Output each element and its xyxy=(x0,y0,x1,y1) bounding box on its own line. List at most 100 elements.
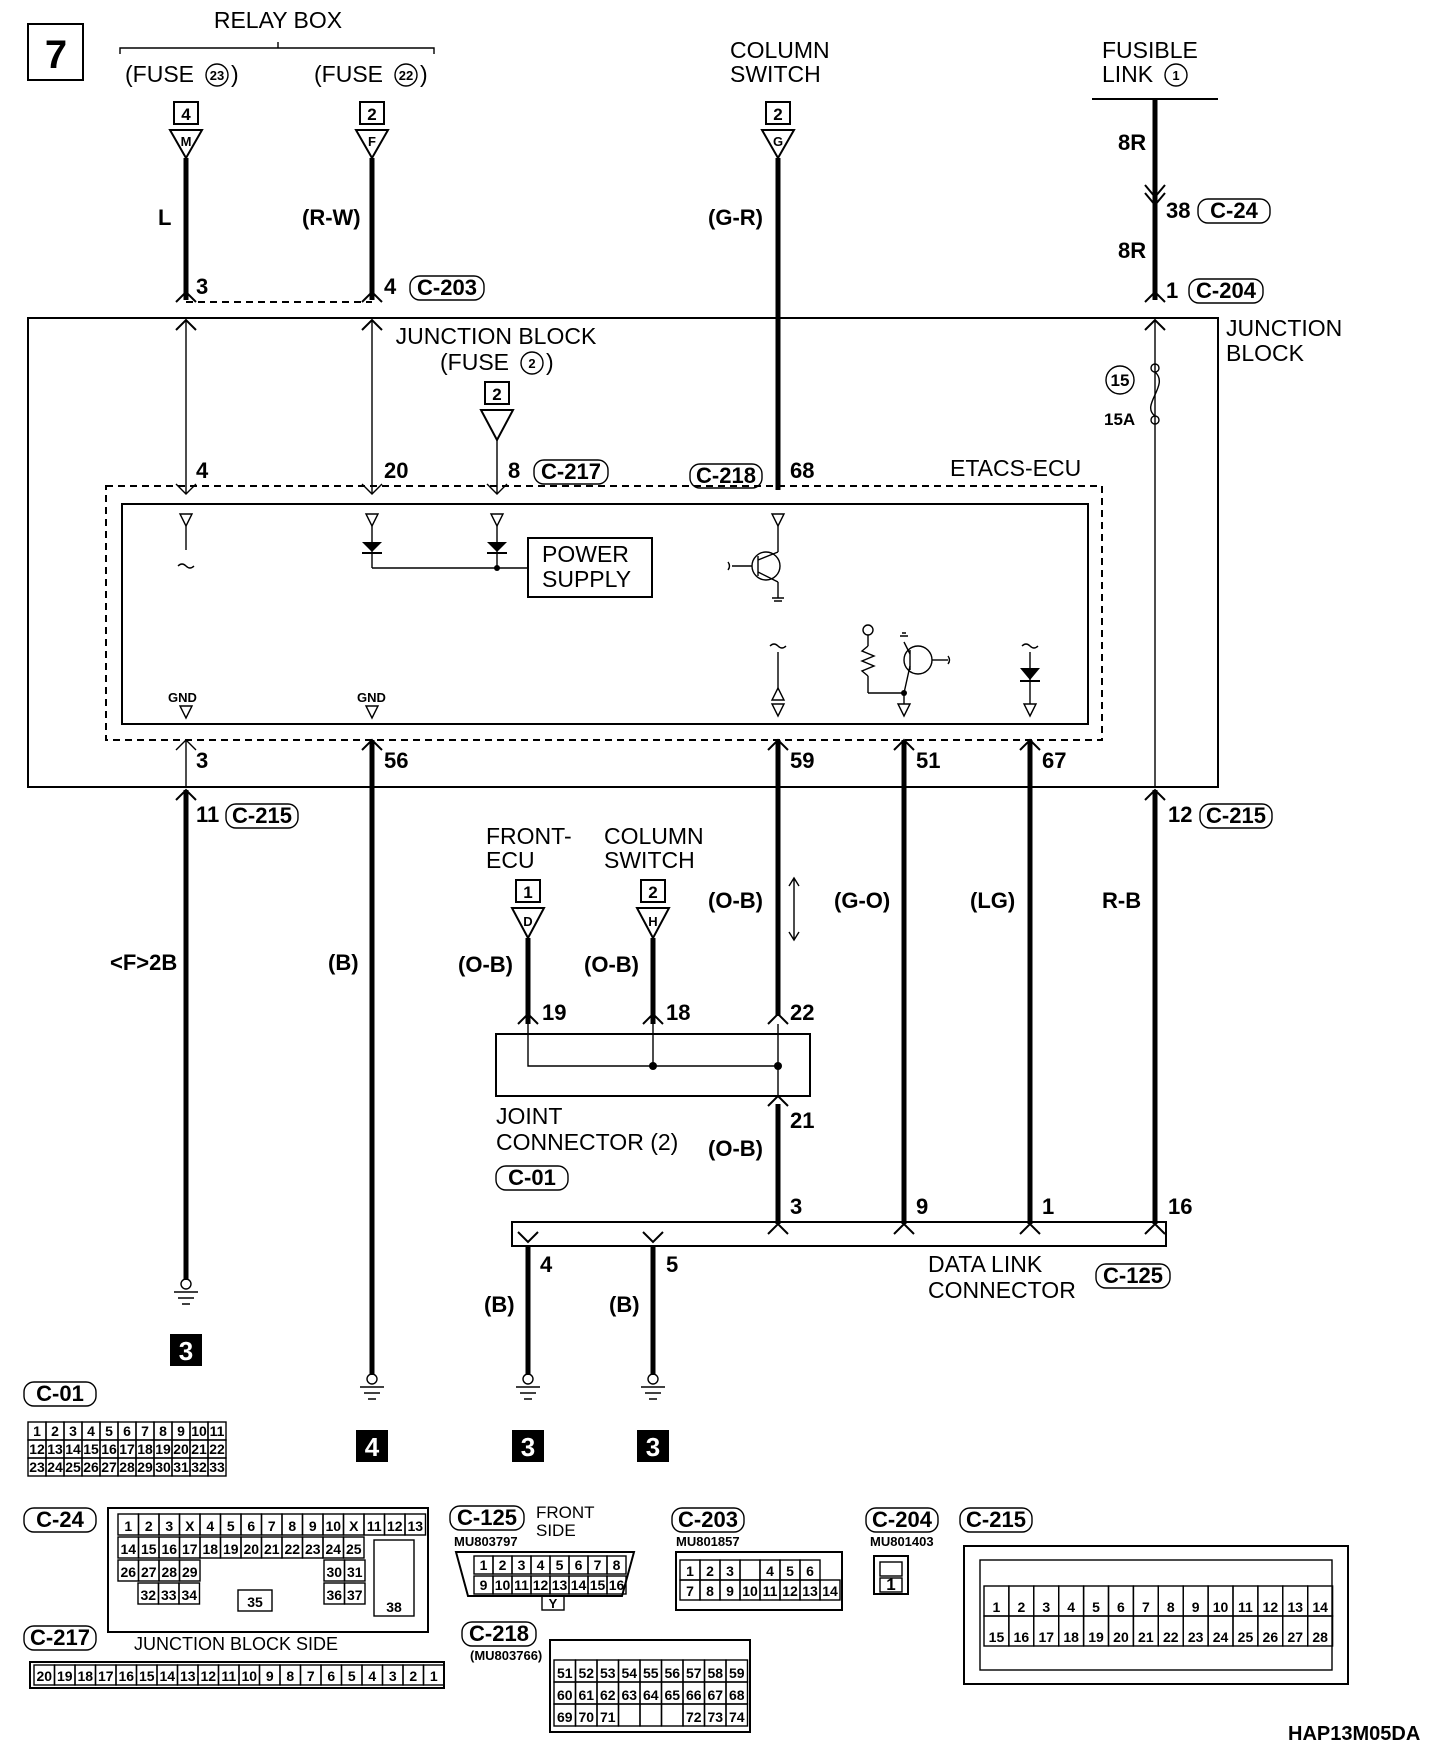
c125-pin: 5 xyxy=(556,1557,564,1573)
c215-pin: 26 xyxy=(1263,1629,1279,1645)
front-ecu-source: FRONT- ECU 1 D (O-B) xyxy=(458,823,572,1024)
c217-pin: 15 xyxy=(139,1668,155,1684)
svg-text:(FUSE: (FUSE xyxy=(440,349,509,375)
svg-text:59: 59 xyxy=(790,748,814,773)
svg-text:COLUMN: COLUMN xyxy=(604,823,704,849)
c01-pin: 23 xyxy=(29,1459,45,1475)
c125-pin: 15 xyxy=(590,1577,606,1593)
wire-l: L xyxy=(158,158,189,300)
svg-text:5: 5 xyxy=(666,1252,678,1277)
c24-pin: 5 xyxy=(227,1518,235,1534)
c125-pin: 6 xyxy=(575,1557,583,1573)
c215-pin: 2 xyxy=(1017,1599,1025,1615)
c24-pin: 32 xyxy=(140,1587,156,1603)
ground-2: 4 xyxy=(356,1373,388,1462)
c24-pin: 33 xyxy=(161,1587,177,1603)
c217-pin: 8 xyxy=(286,1668,294,1684)
c218-pin: 58 xyxy=(707,1665,723,1681)
c24-pin: 15 xyxy=(141,1541,157,1557)
terminal-relay-23: 4 M xyxy=(168,101,204,161)
data-link-connector: 3 9 1 16 4 5 DATA LINK CONNECTOR C-125 xyxy=(511,1194,1192,1303)
c218-pin: 70 xyxy=(578,1709,594,1725)
svg-text:GND: GND xyxy=(168,690,197,705)
svg-text:H: H xyxy=(648,914,657,929)
c125-cell xyxy=(606,1575,627,1595)
c01-pin: 29 xyxy=(137,1459,153,1475)
c215-pin: 23 xyxy=(1188,1629,1204,1645)
svg-text:12: 12 xyxy=(1168,802,1192,827)
c01-pin: 16 xyxy=(101,1441,117,1457)
svg-text:23: 23 xyxy=(210,68,224,83)
svg-text:Y: Y xyxy=(549,1596,558,1611)
diagram-code: HAP13M05DA xyxy=(1288,1723,1420,1745)
svg-text:(LG): (LG) xyxy=(970,888,1015,913)
c203-pin: 4 xyxy=(766,1563,774,1579)
svg-text:C-215: C-215 xyxy=(966,1507,1026,1532)
svg-text:SWITCH: SWITCH xyxy=(604,847,695,873)
svg-text:2: 2 xyxy=(367,105,376,124)
c218-pin: 66 xyxy=(686,1687,702,1703)
c217-pin: 18 xyxy=(77,1668,93,1684)
svg-text:19: 19 xyxy=(542,1000,566,1025)
c01-pin: 17 xyxy=(119,1441,135,1457)
c125-cell xyxy=(606,1555,627,1575)
c218-cell xyxy=(660,1703,684,1727)
svg-text:MU803797: MU803797 xyxy=(454,1534,518,1549)
c125-pin: 13 xyxy=(552,1577,568,1593)
svg-text:38: 38 xyxy=(1166,198,1190,223)
c203-pin: 3 xyxy=(726,1563,734,1579)
c01-pin: 12 xyxy=(29,1441,45,1457)
c215-pin: 8 xyxy=(1167,1599,1175,1615)
c215-pin: 3 xyxy=(1042,1599,1050,1615)
terminal-relay-22: 2 F xyxy=(354,101,390,161)
c203-pin: 9 xyxy=(726,1583,734,1599)
c217-pin: 5 xyxy=(348,1668,356,1684)
c215-pin: 11 xyxy=(1238,1599,1253,1615)
wire-go: (G-O) xyxy=(834,740,907,1224)
svg-text:1: 1 xyxy=(1172,68,1179,83)
c217-pin: 10 xyxy=(241,1668,257,1684)
c215-pin: 18 xyxy=(1063,1629,1079,1645)
svg-text:8R: 8R xyxy=(1118,130,1146,155)
svg-text:8R: 8R xyxy=(1118,238,1146,263)
c24-pin: 38 xyxy=(386,1599,402,1615)
c24-pin: 19 xyxy=(223,1541,239,1557)
c215-pin: 12 xyxy=(1263,1599,1279,1615)
c218-pin: 51 xyxy=(557,1665,573,1681)
c24-pin: 1 xyxy=(124,1518,132,1534)
c218-pin: 53 xyxy=(600,1665,616,1681)
svg-text:8: 8 xyxy=(508,458,520,483)
svg-text:21: 21 xyxy=(790,1108,814,1133)
svg-text:SUPPLY: SUPPLY xyxy=(542,566,631,592)
svg-text:FRONT-: FRONT- xyxy=(486,823,572,849)
c218-pin: 52 xyxy=(578,1665,594,1681)
ground-3: 3 xyxy=(512,1373,544,1462)
svg-text:C-24: C-24 xyxy=(1210,198,1258,223)
svg-text:R-B: R-B xyxy=(1102,888,1141,913)
svg-text:7: 7 xyxy=(45,33,67,77)
c218-pin: 65 xyxy=(664,1687,680,1703)
c24-pin: 8 xyxy=(288,1518,296,1534)
c01-pin: 4 xyxy=(87,1423,95,1439)
c203-cell xyxy=(819,1579,841,1601)
c217-pin: 17 xyxy=(98,1668,114,1684)
c24-cell xyxy=(343,1559,366,1582)
c24-pin: X xyxy=(349,1518,359,1534)
jb-internal-lines xyxy=(175,318,1166,787)
c218-cell xyxy=(639,1703,663,1727)
wire-b-dlc5: (B) xyxy=(609,1246,656,1375)
c203-pin: 1 xyxy=(686,1563,694,1579)
c24-cell xyxy=(178,1559,201,1582)
c218-pin: 55 xyxy=(643,1665,659,1681)
wire-ob-main: (O-B) xyxy=(708,740,800,1016)
c125-pin: 11 xyxy=(514,1577,529,1593)
svg-text:JUNCTION: JUNCTION xyxy=(1226,315,1342,341)
c24-pin: 4 xyxy=(206,1518,214,1534)
fuse-23-label: (FUSE 23 ) xyxy=(125,61,239,87)
svg-text:4: 4 xyxy=(384,274,397,299)
c215-pin: 10 xyxy=(1213,1599,1229,1615)
svg-text:GND: GND xyxy=(357,690,386,705)
c24-pin: 16 xyxy=(161,1541,177,1557)
